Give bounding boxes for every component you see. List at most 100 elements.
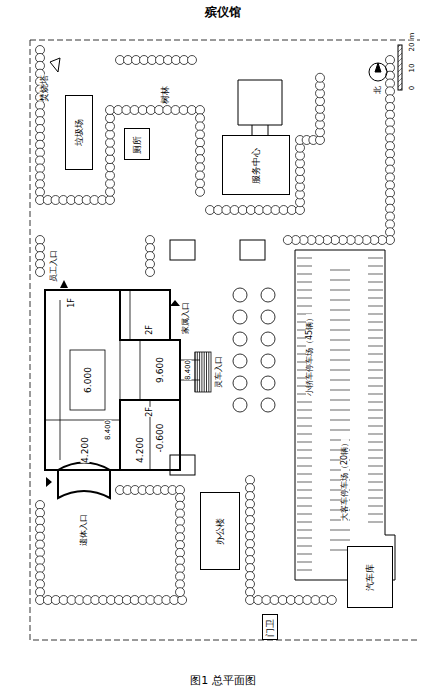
- stall-line: [297, 258, 312, 259]
- stall-line: [297, 466, 312, 467]
- tree: [196, 106, 205, 115]
- place-label: 焚烧塔: [40, 75, 49, 102]
- entrance-label: 家属入口: [182, 302, 190, 334]
- stall-line: [297, 530, 312, 531]
- tree: [278, 596, 287, 605]
- tree: [155, 106, 164, 115]
- elevation: 9.600: [156, 357, 165, 383]
- tree: [106, 114, 115, 123]
- tree: [36, 268, 45, 277]
- tree: [164, 56, 173, 65]
- step: [199, 352, 200, 392]
- tree: [106, 138, 115, 147]
- tree: [263, 206, 272, 215]
- stall-line: [368, 306, 383, 307]
- tree: [106, 196, 115, 205]
- building-name: 垃圾场: [75, 119, 84, 146]
- stall-line: [368, 322, 383, 323]
- tree: [106, 179, 115, 188]
- tree: [206, 206, 215, 215]
- tree: [196, 130, 205, 139]
- step: [204, 352, 205, 392]
- planter: [261, 332, 275, 346]
- tree: [271, 206, 280, 215]
- stall-line: [368, 490, 383, 491]
- stall-line: [297, 298, 312, 299]
- planter: [261, 376, 275, 390]
- tree: [106, 163, 115, 172]
- stall-line: [297, 514, 312, 515]
- tree: [196, 114, 205, 123]
- tree: [238, 206, 247, 215]
- planter: [233, 288, 247, 302]
- planter: [233, 310, 247, 324]
- tree: [230, 206, 239, 215]
- planter: [233, 398, 247, 412]
- tree: [246, 484, 255, 493]
- place-label: 树林: [161, 86, 170, 104]
- tree: [246, 476, 255, 485]
- tree: [196, 122, 205, 131]
- caption: 图1 总平面图: [190, 675, 256, 686]
- building-box: 汽车库: [347, 546, 393, 608]
- stall-line: [330, 400, 350, 401]
- stall-line: [330, 530, 350, 531]
- stall-line: [330, 370, 350, 371]
- tree: [283, 236, 292, 245]
- stall-line: [330, 410, 350, 411]
- stall-line: [297, 498, 312, 499]
- building-box: 门卫: [262, 614, 278, 640]
- tree: [196, 163, 205, 172]
- stall-line: [297, 522, 312, 523]
- stall-line: [368, 274, 383, 275]
- stall-line: [368, 266, 383, 267]
- stall-line: [297, 282, 312, 283]
- tree: [196, 187, 205, 196]
- tree: [163, 106, 172, 115]
- tree: [146, 244, 155, 253]
- building-name: 厕所: [133, 135, 142, 153]
- tree: [106, 130, 115, 139]
- building-name: 服务中心: [252, 147, 261, 183]
- tree: [327, 596, 336, 605]
- stall-line: [297, 546, 312, 547]
- stall-line: [368, 466, 383, 467]
- stall-line: [330, 390, 350, 391]
- tree: [176, 588, 185, 597]
- stall-line: [297, 418, 312, 419]
- stall-line: [368, 458, 383, 459]
- tree: [36, 236, 45, 245]
- stall-line: [368, 514, 383, 515]
- tree: [196, 155, 205, 164]
- stall-line: [330, 320, 350, 321]
- tree: [146, 260, 155, 269]
- tree: [106, 106, 115, 115]
- stall-line: [368, 314, 383, 315]
- stall-line: [297, 506, 312, 507]
- stall-line: [368, 354, 383, 355]
- stall-line: [368, 410, 383, 411]
- planter: [261, 398, 275, 412]
- step: [195, 352, 196, 392]
- step: [201, 352, 202, 392]
- tree: [148, 56, 157, 65]
- stall-line: [297, 410, 312, 411]
- tree: [279, 206, 288, 215]
- planter: [233, 354, 247, 368]
- stall-line: [368, 482, 383, 483]
- stall-line: [330, 360, 350, 361]
- tree: [106, 171, 115, 180]
- stall-line: [368, 298, 383, 299]
- stall-line: [297, 306, 312, 307]
- stall-line: [297, 538, 312, 539]
- stall-line: [297, 442, 312, 443]
- stall-line: [330, 310, 350, 311]
- building-name: 办公楼: [216, 518, 225, 545]
- stall-line: [297, 490, 312, 491]
- stall-line: [368, 522, 383, 523]
- building-box: 服务中心: [222, 135, 290, 195]
- stall-line: [368, 506, 383, 507]
- stall-line: [368, 442, 383, 443]
- tree: [106, 155, 115, 164]
- tree: [138, 106, 147, 115]
